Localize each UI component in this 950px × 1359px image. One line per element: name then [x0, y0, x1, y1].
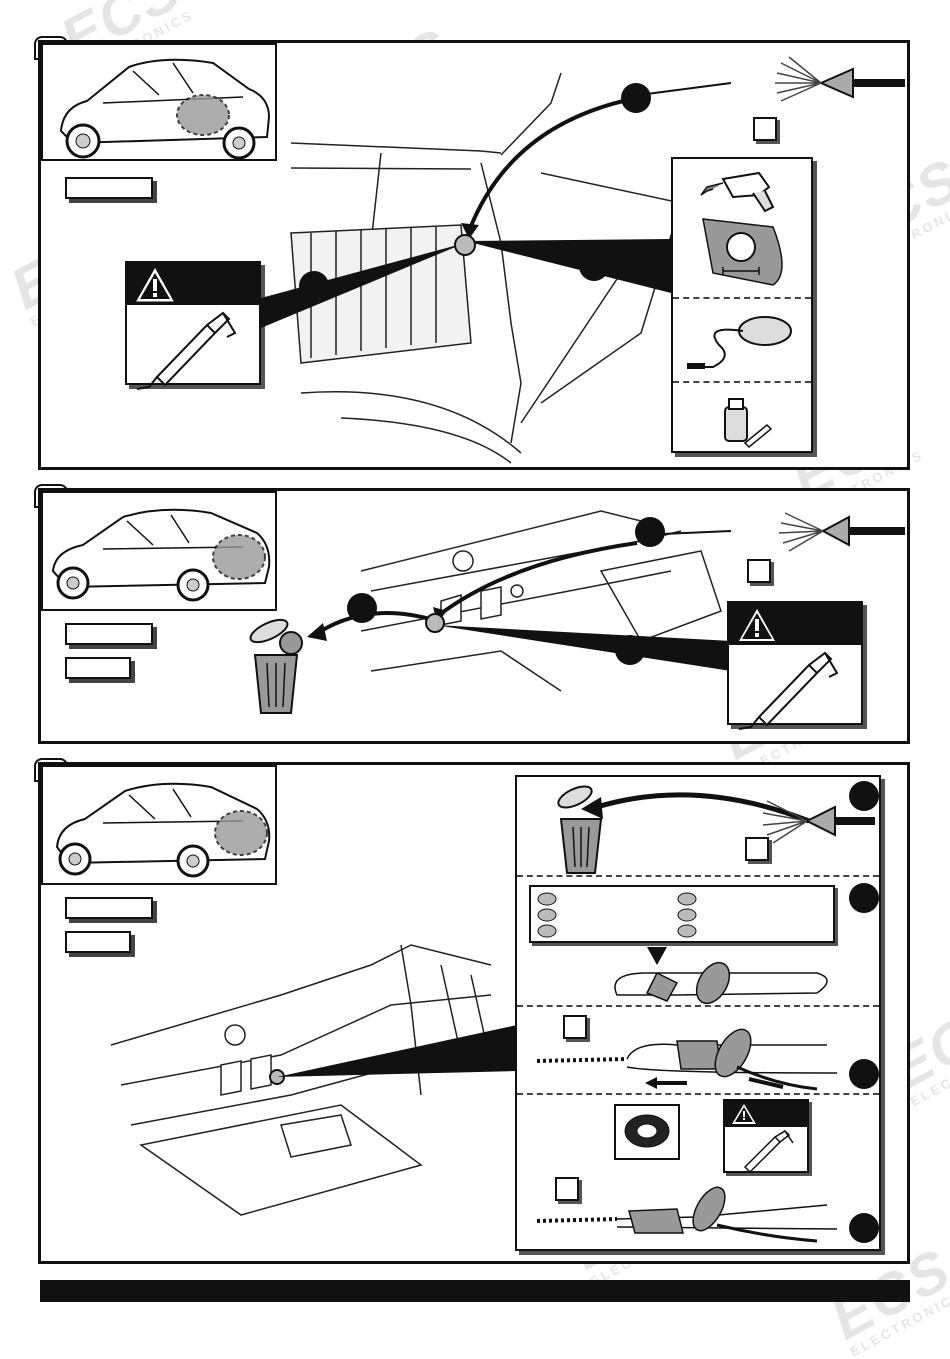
divider	[517, 875, 879, 877]
cable-routing-column	[515, 775, 881, 1251]
vacuum-cleaner-icon	[687, 316, 792, 369]
step-marker-dot	[347, 593, 377, 623]
checkbox-square	[555, 1177, 579, 1201]
step-marker-dot	[299, 271, 329, 301]
sealant-gun-icon	[738, 651, 839, 730]
cable-pull-through-diagram	[536, 1028, 838, 1091]
warning-triangle-icon	[739, 609, 775, 641]
divider	[673, 297, 811, 299]
step-2-panel	[38, 488, 910, 744]
car-illustration	[59, 58, 271, 159]
instruction-label-box	[65, 177, 153, 199]
grommet-insert-diagram	[614, 947, 828, 1005]
footer-bar	[40, 1280, 910, 1302]
tape-wrap-diagram	[536, 1186, 838, 1243]
step-marker-dot	[621, 83, 651, 113]
warning-box-sealant	[125, 261, 261, 390]
warning-header	[729, 603, 861, 645]
step-marker-dot	[579, 251, 609, 281]
step-2-trunk-illustration	[307, 510, 905, 692]
warning-box-sealant	[727, 601, 863, 730]
checkbox-square	[563, 1015, 587, 1039]
car-thumbnail-sedan	[41, 43, 277, 161]
step-3-trunk-illustration	[110, 944, 517, 1216]
step-marker-dot	[849, 781, 879, 811]
drill-hole-measurement-diagram	[702, 218, 783, 286]
trash-bin-icon	[249, 618, 303, 714]
car-illustration	[55, 782, 271, 878]
checkbox-square	[747, 559, 771, 583]
insulation-tape-icon	[614, 1104, 680, 1160]
checkbox-square	[753, 117, 777, 141]
step-3-panel	[38, 762, 910, 1264]
warning-header	[127, 263, 259, 305]
trash-bin-icon	[557, 785, 603, 874]
step-marker-dot	[615, 635, 645, 665]
sealant-gun-icon	[136, 311, 237, 390]
car-illustration	[51, 508, 271, 602]
drill-icon	[700, 171, 775, 213]
step-1-panel	[38, 40, 910, 470]
car-thumbnail-hatchback	[41, 765, 277, 885]
instruction-label-box	[65, 623, 153, 645]
step-marker-dot	[849, 1059, 879, 1089]
warning-triangle-icon	[732, 1104, 756, 1124]
warning-box-sealant	[723, 1099, 809, 1174]
wire-color-legend-box	[529, 885, 835, 943]
step-marker-dot	[635, 517, 665, 547]
checkbox-square	[745, 837, 769, 861]
touch-up-paint-icon	[724, 398, 773, 449]
warning-header	[725, 1101, 807, 1127]
car-thumbnail-hatchback	[41, 491, 277, 611]
wire-color-legend	[537, 892, 697, 938]
instruction-label-box	[65, 657, 131, 679]
step-marker-dot	[849, 1213, 879, 1243]
warning-triangle-icon	[136, 267, 174, 302]
divider	[517, 1005, 879, 1007]
step-1-vehicle-interior-illustration	[261, 56, 905, 464]
remove-grommet-diagram	[581, 792, 875, 844]
tools-column	[671, 157, 813, 453]
divider	[673, 381, 811, 383]
divider	[517, 1093, 879, 1095]
instruction-label-box	[65, 931, 131, 953]
sealant-gun-icon	[743, 1130, 794, 1174]
instruction-label-box	[65, 897, 153, 919]
step-marker-dot	[849, 883, 879, 913]
